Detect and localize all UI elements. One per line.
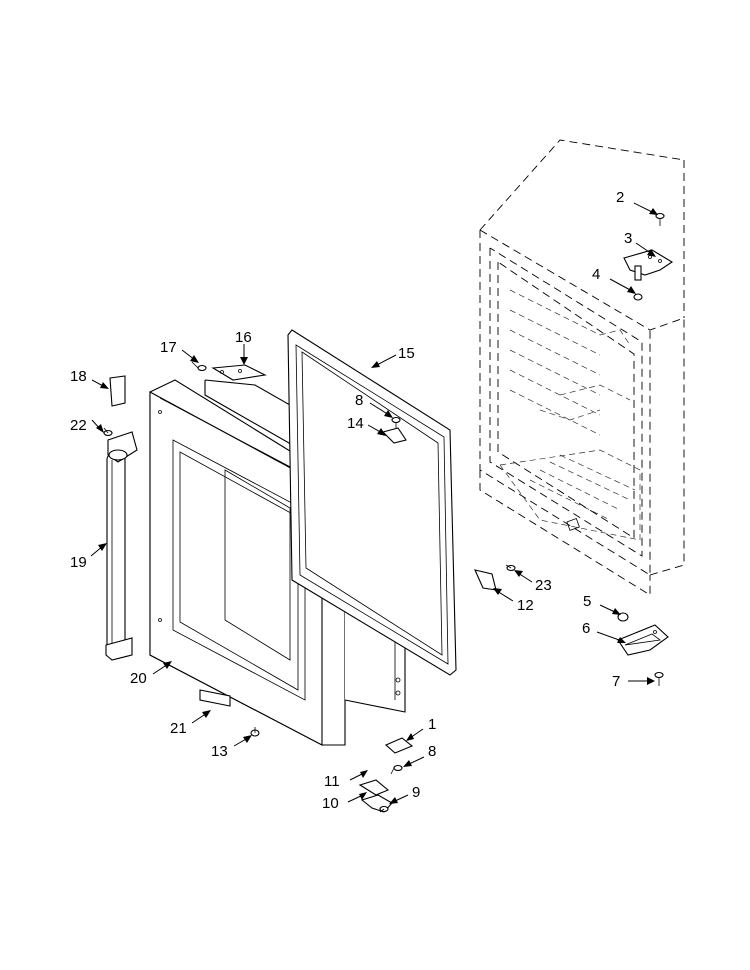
callout-22: 22 xyxy=(70,417,87,434)
screw-8-lower-icon xyxy=(390,764,403,775)
callout-18: 18 xyxy=(70,368,87,385)
callout-16: 16 xyxy=(235,329,252,346)
callout-labels: 1 2 3 4 5 6 7 8 8 9 10 11 12 13 14 15 16… xyxy=(70,189,632,812)
screw-9-icon xyxy=(379,805,389,813)
callout-20: 20 xyxy=(130,670,147,687)
nameplate-badge xyxy=(199,689,231,707)
callout-13: 13 xyxy=(211,743,228,760)
top-hinge-icon xyxy=(623,249,674,281)
screw-23-icon xyxy=(505,564,516,572)
screw-17-icon xyxy=(191,361,207,372)
leader-lines xyxy=(90,202,658,804)
callout-4: 4 xyxy=(592,266,600,283)
callout-2: 2 xyxy=(616,189,624,206)
washer-5-icon xyxy=(617,612,629,622)
screw-22-icon xyxy=(103,427,113,437)
callout-12: 12 xyxy=(517,597,534,614)
top-trim-strip xyxy=(211,364,267,381)
hinge-plate-1-icon xyxy=(384,737,414,754)
callout-23: 23 xyxy=(535,577,552,594)
screw-13-icon xyxy=(250,727,260,737)
callout-6: 6 xyxy=(582,620,590,637)
cabinet-outline xyxy=(479,139,685,596)
screw-2-icon xyxy=(655,212,665,226)
door-gasket xyxy=(287,329,457,676)
door-handle xyxy=(105,431,138,661)
label-plate xyxy=(109,375,126,407)
hinge-11-icon xyxy=(358,779,390,796)
bracket-14-icon xyxy=(381,427,407,444)
callout-19: 19 xyxy=(70,554,87,571)
callout-10: 10 xyxy=(322,795,339,812)
hardware xyxy=(103,212,674,813)
callout-1: 1 xyxy=(428,716,436,733)
callout-14: 14 xyxy=(347,415,364,432)
callout-9: 9 xyxy=(412,784,420,801)
callout-3: 3 xyxy=(624,230,632,247)
callout-17: 17 xyxy=(160,339,177,356)
bottom-hinge-icon xyxy=(617,624,669,656)
callout-8-lower: 8 xyxy=(428,743,436,760)
callout-21: 21 xyxy=(170,720,187,737)
screw-7-icon xyxy=(654,671,664,686)
callout-7: 7 xyxy=(612,673,620,690)
callout-8-upper: 8 xyxy=(355,392,363,409)
callout-11: 11 xyxy=(324,773,340,790)
callout-5: 5 xyxy=(583,593,591,610)
callout-15: 15 xyxy=(398,345,415,362)
clip-12-icon xyxy=(474,569,497,591)
washer-4-icon xyxy=(633,293,643,301)
